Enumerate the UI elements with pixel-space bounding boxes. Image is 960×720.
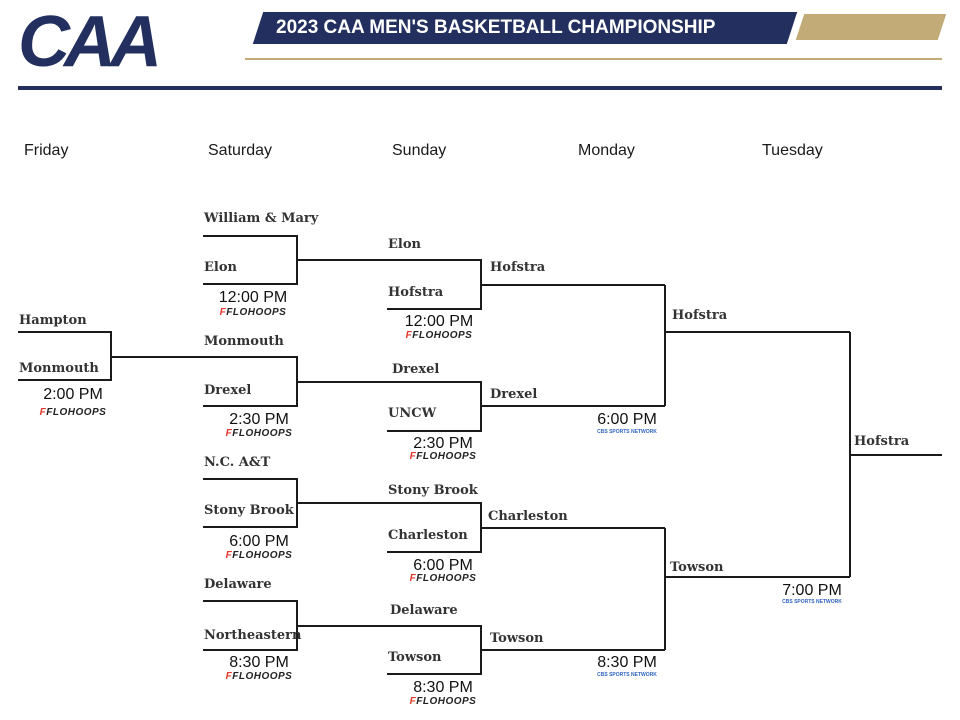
- team-hofstra-semifinal: Hofstra: [672, 308, 728, 323]
- team-charleston-sunday: Charleston: [388, 528, 468, 543]
- team-hofstra-sunday: Hofstra: [388, 285, 444, 300]
- day-header-saturday: Saturday: [208, 142, 273, 159]
- flohoops-logo: FFLOHOOPS: [225, 428, 293, 439]
- flohoops-logo: FFLOHOOPS: [225, 550, 293, 561]
- flohoops-logo: FFLOHOOPS: [409, 696, 477, 707]
- day-header-monday: Monday: [578, 142, 635, 159]
- cbs-sports-network-logo: CBS SPORTS NETWORK: [597, 672, 657, 678]
- page-title: 2023 CAA MEN'S BASKETBALL CHAMPIONSHIP: [276, 17, 716, 38]
- team-drexel-monday: Drexel: [490, 387, 538, 402]
- game-time-monday-2: 8:30 PM: [597, 654, 657, 671]
- team-william-mary: William & Mary: [204, 211, 319, 226]
- game-time-sunday-3: 6:00 PM: [413, 557, 473, 574]
- game-time-tuesday: 7:00 PM: [782, 582, 842, 599]
- game-time-saturday-2: 2:30 PM: [229, 411, 289, 428]
- day-header-sunday: Sunday: [392, 142, 447, 159]
- game-time-sunday-2: 2:30 PM: [413, 435, 473, 452]
- team-drexel-saturday: Drexel: [204, 383, 252, 398]
- flohoops-logo: FFLOHOOPS: [409, 573, 477, 584]
- cbs-sports-network-logo: CBS SPORTS NETWORK: [782, 599, 842, 605]
- team-drexel-sunday: Drexel: [392, 362, 440, 377]
- cbs-sports-network-logo: CBS SPORTS NETWORK: [597, 429, 657, 435]
- gold-accent-line: [245, 58, 942, 60]
- team-elon-sunday: Elon: [388, 237, 421, 252]
- flohoops-logo: FFLOHOOPS: [405, 330, 473, 341]
- team-delaware-sunday: Delaware: [390, 603, 458, 618]
- day-header-friday: Friday: [24, 142, 69, 159]
- team-nca-t: N.C. A&T: [204, 455, 271, 470]
- flohoops-logo: FFLOHOOPS: [219, 307, 287, 318]
- team-towson-semifinal: Towson: [670, 560, 724, 575]
- game-time-saturday-1: 12:00 PM: [218, 289, 288, 306]
- caa-logo: CAA: [18, 2, 162, 82]
- team-monmouth-friday: Monmouth: [19, 361, 99, 376]
- flohoops-logo: FFLOHOOPS: [39, 407, 107, 418]
- team-northeastern: Northeastern: [204, 628, 302, 643]
- game-time-monday-1: 6:00 PM: [597, 411, 657, 428]
- team-towson-sunday: Towson: [388, 650, 442, 665]
- team-charleston-monday: Charleston: [488, 509, 568, 524]
- game-time-saturday-3: 6:00 PM: [229, 533, 289, 550]
- team-towson-monday: Towson: [490, 631, 544, 646]
- flohoops-logo: FFLOHOOPS: [225, 671, 293, 682]
- team-elon-saturday: Elon: [204, 260, 237, 275]
- day-header-tuesday: Tuesday: [762, 142, 823, 159]
- flohoops-logo: FFLOHOOPS: [409, 451, 477, 462]
- game-time-saturday-4: 8:30 PM: [229, 654, 289, 671]
- team-monmouth-saturday: Monmouth: [204, 334, 284, 349]
- team-stony-brook-sunday: Stony Brook: [388, 483, 478, 498]
- team-uncw: UNCW: [388, 406, 437, 421]
- game-time-sunday-1: 12:00 PM: [404, 313, 474, 330]
- team-stony-brook-saturday: Stony Brook: [204, 503, 294, 518]
- header-divider: [18, 86, 942, 90]
- team-delaware-saturday: Delaware: [204, 577, 272, 592]
- team-hampton: Hampton: [19, 313, 87, 328]
- game-time-sunday-4: 8:30 PM: [413, 679, 473, 696]
- team-hofstra-champion: Hofstra: [854, 434, 910, 449]
- game-time-friday: 2:00 PM: [43, 386, 103, 403]
- team-hofstra-monday: Hofstra: [490, 260, 546, 275]
